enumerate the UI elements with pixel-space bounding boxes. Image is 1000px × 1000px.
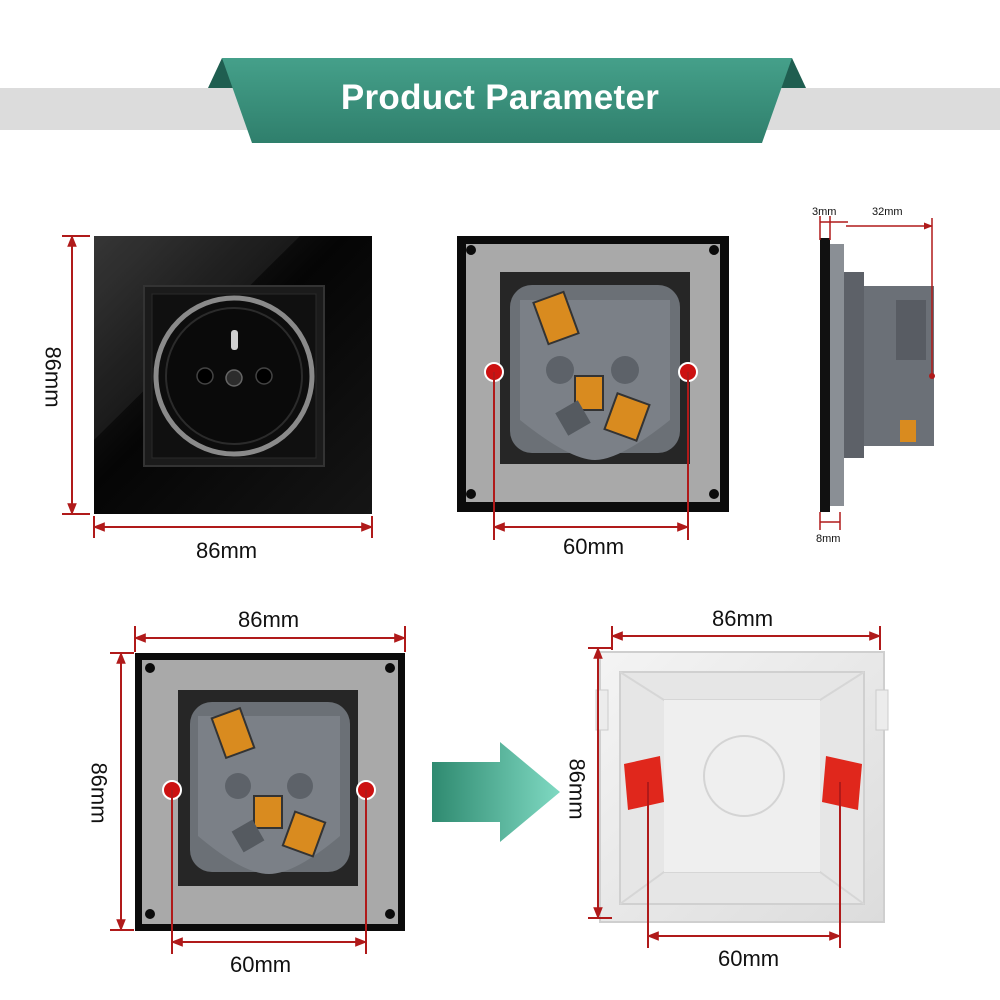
backfull-mount-label: 60mm bbox=[230, 952, 292, 977]
side-glass-label: 3mm bbox=[812, 206, 837, 218]
page-title: Product Parameter bbox=[340, 78, 660, 117]
box-mount-label: 60mm bbox=[718, 946, 780, 971]
arrow-right-icon bbox=[432, 742, 560, 842]
socket-back-full-icon bbox=[135, 653, 405, 931]
socket-side-icon bbox=[820, 238, 934, 512]
box-width-label: 86mm bbox=[712, 606, 774, 631]
socket-back-icon bbox=[457, 236, 729, 512]
front-height-label: 86mm bbox=[40, 346, 66, 408]
backfull-height-label: 86mm bbox=[86, 762, 112, 824]
header-banner bbox=[208, 58, 806, 143]
socket-front-icon bbox=[94, 236, 372, 514]
mounting-box-icon bbox=[595, 651, 889, 923]
back-mount-label: 60mm bbox=[563, 534, 625, 559]
front-width-label: 86mm bbox=[196, 538, 258, 563]
backfull-width-label: 86mm bbox=[238, 607, 300, 632]
side-plate-label: 8mm bbox=[816, 533, 841, 545]
box-height-label: 86mm bbox=[564, 758, 590, 820]
side-depth-label: 32mm bbox=[872, 206, 903, 218]
